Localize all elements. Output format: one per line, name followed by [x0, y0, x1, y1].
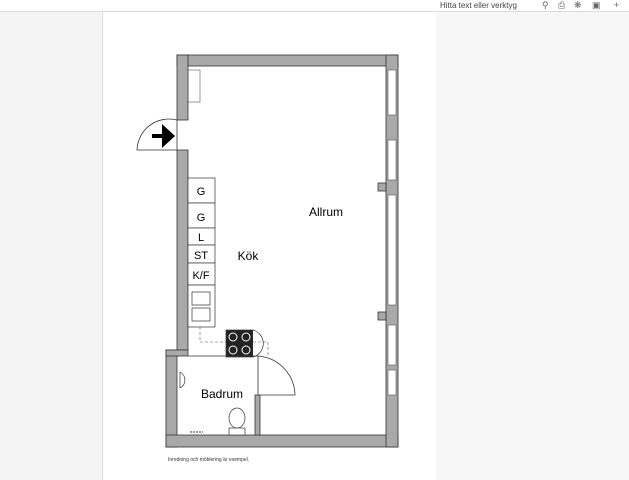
unit-label: L — [198, 232, 204, 244]
toilet-tank — [228, 427, 246, 436]
wall-top — [176, 54, 399, 67]
pdf-page — [102, 12, 437, 480]
unit-label: G — [197, 212, 206, 224]
disclaimer-note: Inredning och möblering är exempel. — [168, 457, 250, 463]
unit-label: K/F — [192, 270, 209, 282]
column — [377, 182, 387, 192]
column — [377, 311, 387, 321]
share-icon[interactable]: ▣ — [592, 0, 601, 10]
counter-outline — [199, 327, 269, 356]
window — [387, 324, 397, 366]
window — [387, 69, 397, 116]
entrance-arrow-icon — [152, 124, 175, 148]
search-icon[interactable]: ⚲ — [542, 0, 549, 10]
burner — [241, 332, 251, 342]
window — [387, 139, 397, 181]
toolbar: Hitta text eller verktyg ⚲ ⎙ ❋ ▣ + — [0, 0, 629, 12]
closet — [187, 69, 201, 103]
bathroom-door — [188, 355, 296, 396]
wall-left-upper — [176, 54, 189, 121]
oven-door — [252, 329, 264, 358]
wall-bath-left — [165, 349, 178, 448]
room-label-kitchen: Kök — [238, 249, 260, 263]
wall-bath-inner — [254, 394, 261, 436]
search-input[interactable]: Hitta text eller verktyg — [440, 1, 517, 10]
washbasin — [179, 371, 186, 389]
stove — [225, 329, 254, 358]
sink — [191, 291, 211, 306]
burner — [228, 332, 238, 342]
room-label-living: Allrum — [309, 205, 343, 219]
add-icon[interactable]: + — [614, 0, 620, 10]
wall-bath-top — [165, 349, 189, 357]
room-label-bathroom: Badrum — [201, 387, 243, 401]
toilet — [228, 407, 246, 429]
settings-icon[interactable]: ❋ — [574, 0, 582, 10]
kitchen-unit — [187, 202, 216, 229]
burner — [228, 345, 238, 355]
side-panel — [436, 12, 629, 480]
burner — [241, 345, 251, 355]
window — [387, 194, 397, 306]
sink — [191, 307, 211, 322]
unit-label: ST — [194, 250, 208, 262]
window — [387, 369, 397, 396]
unit-label: G — [197, 186, 206, 198]
wall-left-lower — [176, 149, 189, 351]
wall-bottom — [165, 434, 399, 448]
print-icon[interactable]: ⎙ — [558, 0, 566, 10]
